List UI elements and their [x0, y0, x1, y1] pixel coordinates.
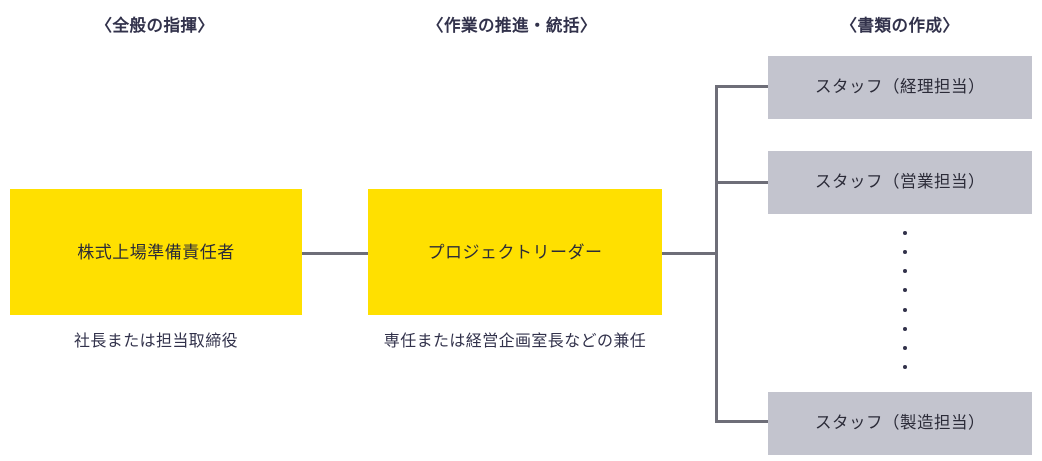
column-header-document-creation: 〈書類の作成〉	[840, 17, 960, 35]
column-header-work-promotion: 〈作業の推進・統括〉	[427, 17, 597, 35]
node-staff-manufacturing[interactable]: スタッフ（製造担当）	[768, 392, 1032, 455]
ellipsis-dot	[903, 269, 907, 274]
node-staff-accounting[interactable]: スタッフ（経理担当）	[768, 56, 1032, 119]
node-staff-sales-label: スタッフ（営業担当）	[815, 173, 985, 192]
node-lead-responsible[interactable]: 株式上場準備責任者	[10, 189, 302, 315]
node-staff-manufacturing-label: スタッフ（製造担当）	[815, 414, 985, 433]
column-header-overall-command: 〈全般の指揮〉	[95, 17, 215, 35]
ellipsis-dot	[903, 288, 907, 293]
node-lead-responsible-label: 株式上場準備責任者	[77, 242, 235, 262]
ellipsis-dot	[903, 326, 907, 331]
connector-staff-trunk	[715, 85, 718, 423]
node-project-leader[interactable]: プロジェクトリーダー	[368, 189, 662, 315]
ellipsis-dot	[903, 307, 907, 312]
vertical-ellipsis-icon	[903, 231, 907, 369]
ellipsis-dot	[903, 364, 907, 369]
connector-branch-staff-3	[715, 420, 770, 423]
caption-lead-responsible: 社長または担当取締役	[73, 333, 239, 350]
connector-branch-staff-1	[715, 85, 770, 88]
node-staff-sales[interactable]: スタッフ（営業担当）	[768, 151, 1032, 214]
ellipsis-dot	[903, 250, 907, 255]
node-project-leader-label: プロジェクトリーダー	[427, 242, 603, 262]
ellipsis-dot	[903, 345, 907, 350]
connector-lead-to-project-leader	[302, 252, 368, 255]
ellipsis-dot	[903, 231, 907, 235]
connector-branch-staff-2	[715, 181, 770, 184]
connector-project-leader-to-trunk	[662, 252, 718, 255]
caption-project-leader: 専任または経営企画室長などの兼任	[383, 333, 647, 350]
node-staff-accounting-label: スタッフ（経理担当）	[815, 78, 985, 97]
